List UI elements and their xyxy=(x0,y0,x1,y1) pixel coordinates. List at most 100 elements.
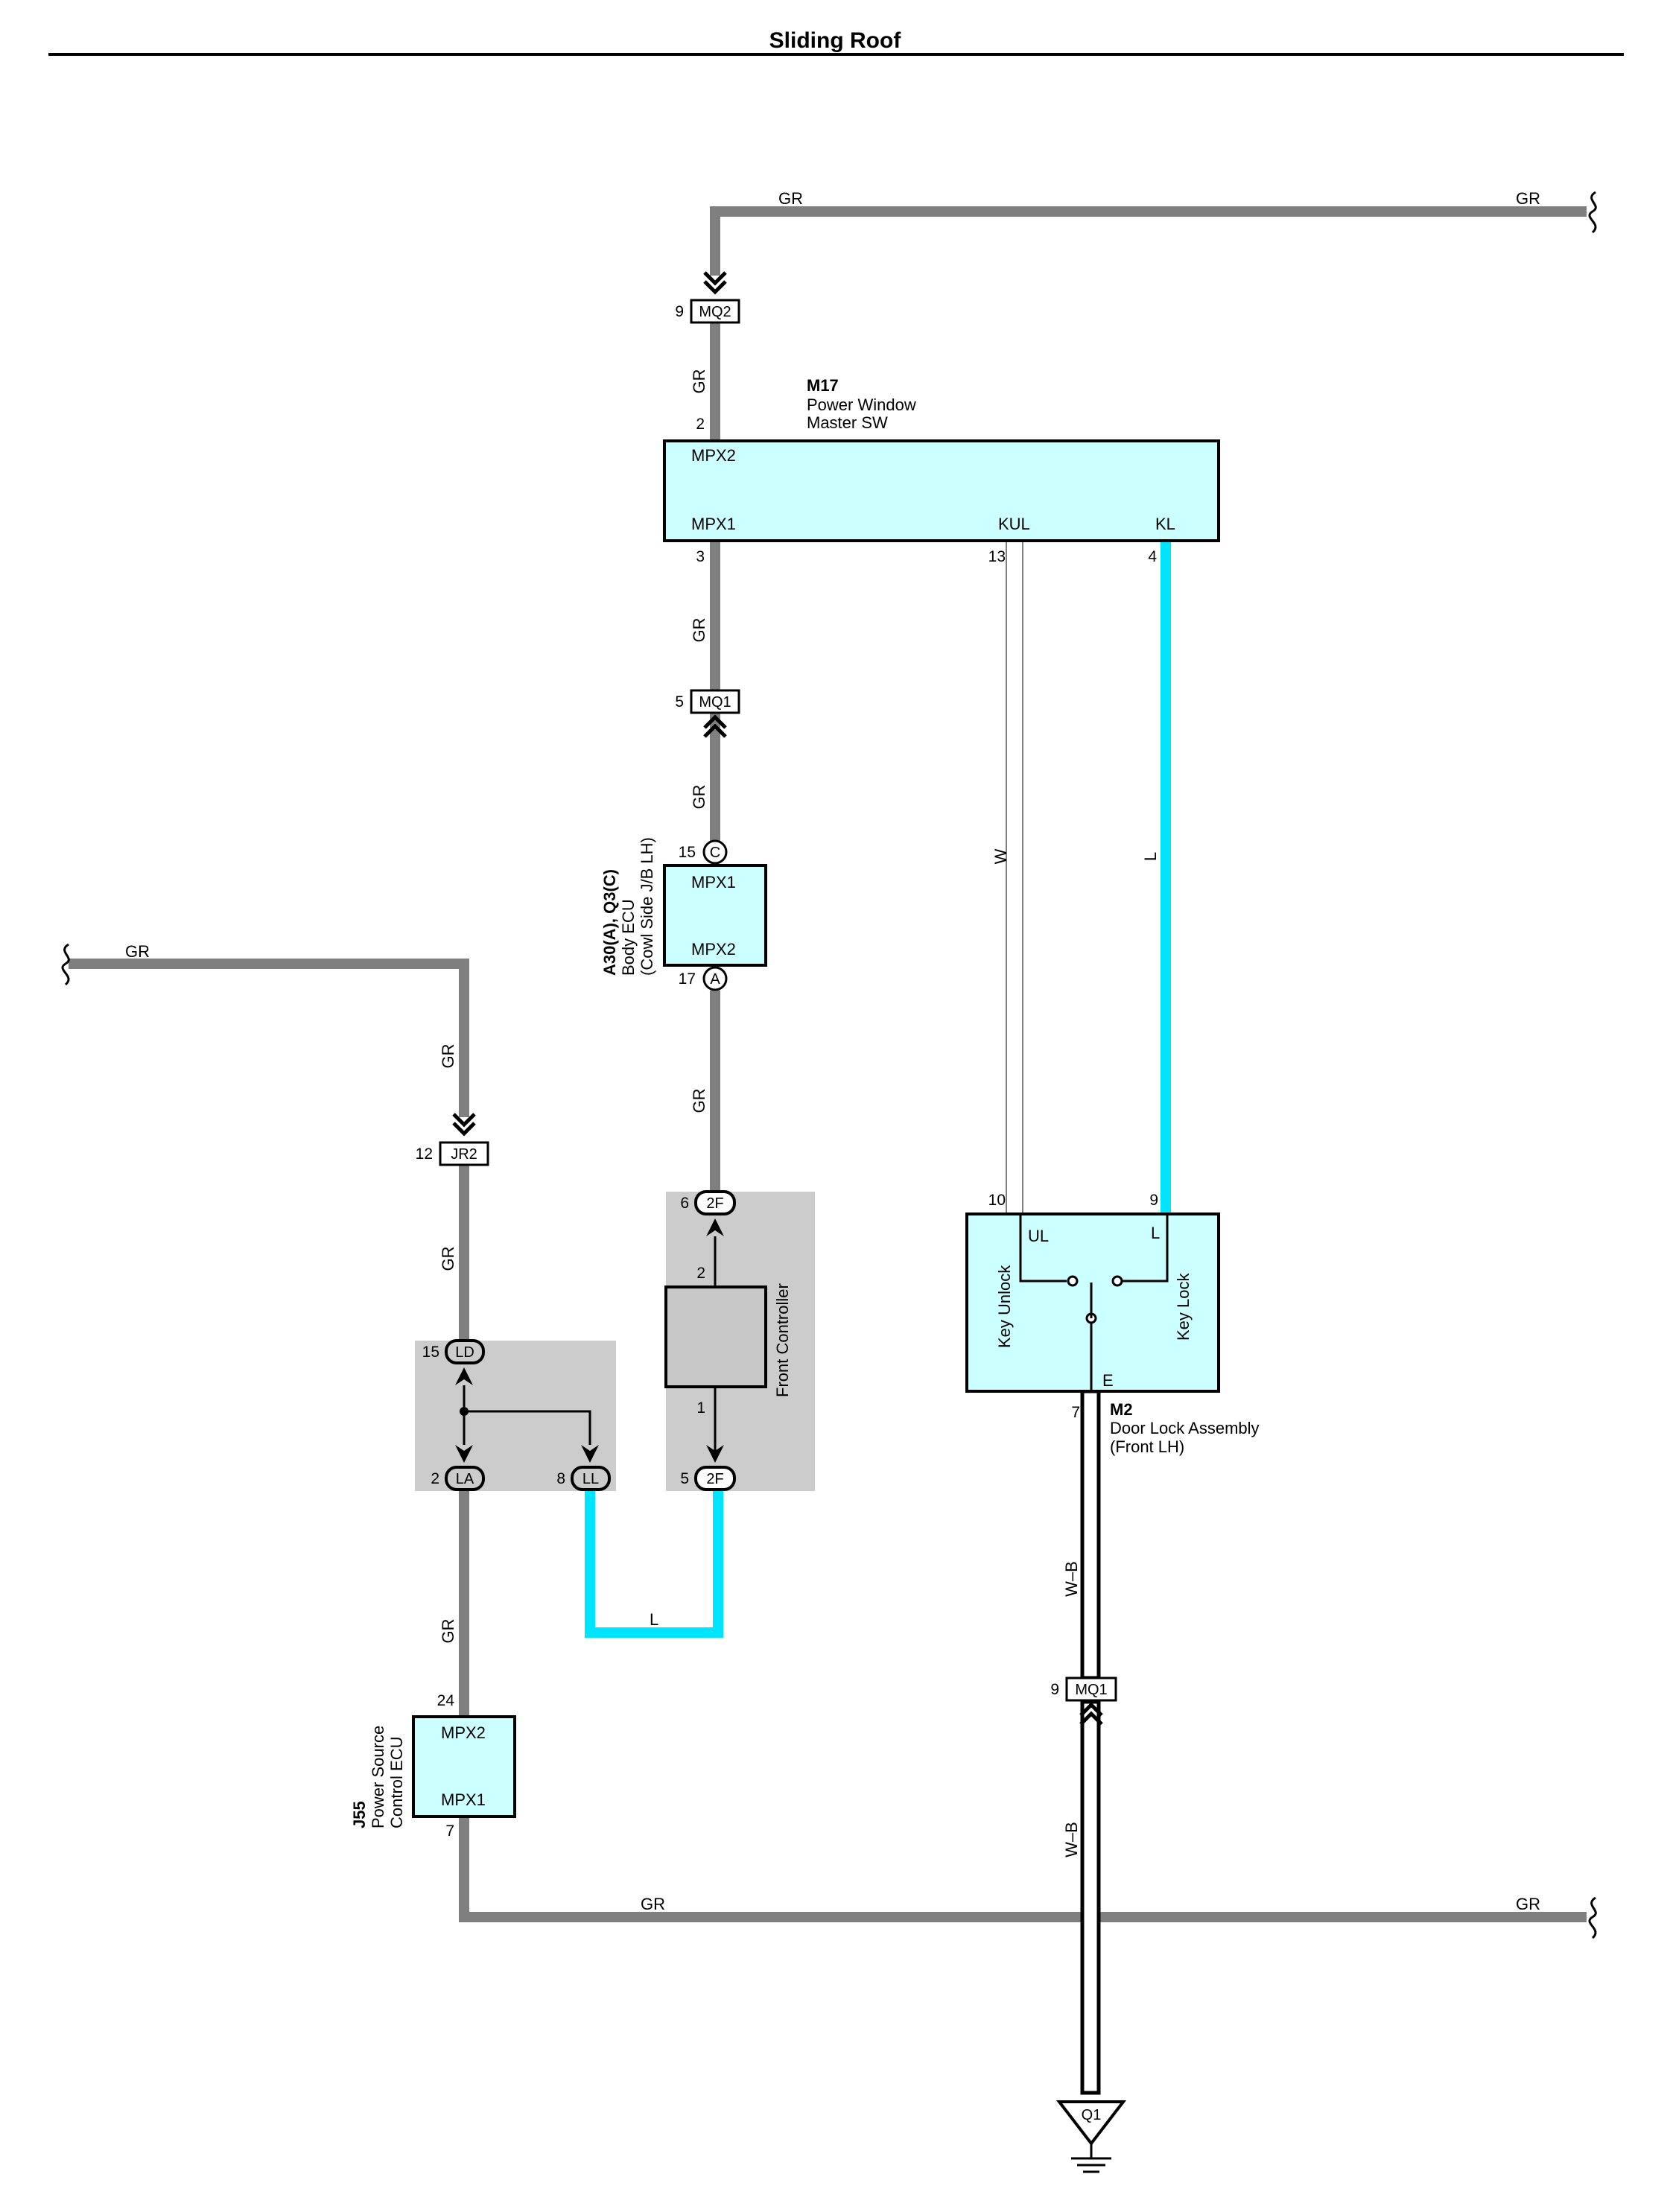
gr-label: GR xyxy=(1516,189,1540,208)
pin-number: 9 xyxy=(1149,1192,1158,1209)
gr-label: GR xyxy=(641,1895,665,1913)
arrow-up-icon xyxy=(455,1367,473,1385)
connector-2f-top: 2F 6 xyxy=(680,1190,736,1236)
connector-code: MQ2 xyxy=(699,304,731,320)
pin-number: 8 xyxy=(556,1470,565,1487)
pin-number: 2 xyxy=(431,1470,439,1487)
gr-label: GR xyxy=(690,618,708,643)
gr-label: GR xyxy=(439,1247,457,1271)
terminal-label: Key Lock xyxy=(1174,1273,1193,1341)
ground-q1: Q1 xyxy=(1055,2100,1127,2173)
terminal-label: KUL xyxy=(998,515,1030,533)
connector-code: LD xyxy=(455,1344,474,1361)
break-bottom-right xyxy=(1588,1896,1597,1939)
pin-number: 7 xyxy=(1071,1404,1080,1421)
w-label: W xyxy=(991,848,1010,864)
terminal-label: L xyxy=(1151,1224,1160,1242)
gr-label: GR xyxy=(690,369,708,394)
l-label: L xyxy=(1141,852,1160,861)
component-name: Door Lock Assembly xyxy=(1110,1419,1260,1437)
connector-ld xyxy=(445,1339,485,1364)
gr-label: GR xyxy=(125,942,150,961)
connector-code: MQ1 xyxy=(1075,1682,1107,1698)
component-name: (Front LH) xyxy=(1110,1437,1184,1456)
arrow-down-icon xyxy=(581,1445,599,1463)
terminal-label: E xyxy=(1102,1371,1114,1390)
terminal-label: MPX1 xyxy=(441,1790,486,1809)
component-front-controller: 2 1 Front Controller xyxy=(664,1236,792,1460)
connector-jr2: JR2 12 xyxy=(416,1113,489,1166)
pin-number: 15 xyxy=(422,1344,439,1361)
pin-number: 13 xyxy=(988,548,1006,565)
connector-code: LL xyxy=(582,1471,599,1487)
terminal-label: MPX2 xyxy=(691,940,736,959)
wb-label: W–B xyxy=(1062,1822,1081,1857)
pin-number: 24 xyxy=(437,1692,455,1709)
pin-number: 2 xyxy=(696,416,705,433)
component-name: (Cowl Side J/B LH) xyxy=(638,837,656,976)
wb-wire xyxy=(1080,1389,1101,2095)
gr-wire-left-top xyxy=(69,959,469,1117)
w-wire xyxy=(1006,540,1023,1215)
pin-number: 1 xyxy=(696,1399,705,1417)
component-name: Body ECU xyxy=(619,899,638,976)
connector-ll xyxy=(571,1466,611,1491)
gr-label: GR xyxy=(439,1619,457,1644)
connector-la xyxy=(445,1466,485,1491)
terminal-label: MPX2 xyxy=(691,446,736,465)
component-m17: M17 Power Window Master SW MPX2 MPX1 KUL… xyxy=(663,376,1220,565)
pin-number: 10 xyxy=(988,1192,1006,1209)
gr-label: GR xyxy=(690,785,708,810)
connector-code: JR2 xyxy=(451,1146,477,1163)
break-symbols xyxy=(61,191,1597,1939)
terminal-label: UL xyxy=(1028,1227,1049,1245)
component-name: Front Controller xyxy=(773,1283,792,1397)
component-id: A30(A), Q3(C) xyxy=(600,869,619,976)
pin-number: 4 xyxy=(1148,548,1157,565)
component-name: Power Source xyxy=(369,1726,387,1828)
wb-label: W–B xyxy=(1062,1561,1081,1597)
gr-wire-top xyxy=(710,206,1587,276)
terminal-label: MPX1 xyxy=(691,515,736,533)
gr-labels: GR GR GR GR GR GR GR GR GR GR GR GR L W … xyxy=(125,189,1540,1913)
terminal-label: Key Unlock xyxy=(995,1265,1014,1348)
page-title: Sliding Roof xyxy=(769,28,902,53)
gr-label: GR xyxy=(778,189,803,208)
terminal-label: MPX1 xyxy=(691,873,736,892)
connector-code: A xyxy=(710,971,720,988)
connector-code: Q1 xyxy=(1082,2107,1102,2123)
l-wires xyxy=(585,541,1171,1638)
arrow-down-icon xyxy=(706,1445,724,1463)
gr-wire-bottom xyxy=(459,1817,1587,1922)
gr-label: GR xyxy=(439,1044,457,1069)
connector-code: MQ1 xyxy=(699,694,731,711)
component-id: J55 xyxy=(350,1801,369,1828)
female-arrow-icon xyxy=(703,714,727,738)
terminal-label: MPX2 xyxy=(441,1723,486,1742)
connector-code: LA xyxy=(456,1471,474,1487)
pin-number: 6 xyxy=(680,1195,689,1212)
junction-block: LD 15 LA 2 LL 8 xyxy=(422,1339,611,1491)
pin-number: 3 xyxy=(696,548,705,565)
splice-point xyxy=(460,1407,469,1416)
break-left xyxy=(61,943,70,986)
connector-2f-bottom: 2F 5 xyxy=(680,1445,736,1491)
gr-wires xyxy=(69,206,1587,1922)
female-arrow-icon xyxy=(1079,1702,1103,1726)
pin-number: 5 xyxy=(680,1470,689,1487)
connector-mq1-mid: MQ1 5 xyxy=(675,689,740,738)
connector-mq1-low: MQ1 9 xyxy=(1050,1677,1117,1726)
connector-code: 2F xyxy=(706,1195,723,1212)
pin-number: 9 xyxy=(675,303,684,320)
male-arrow-icon xyxy=(452,1113,476,1137)
pin-number: 15 xyxy=(679,844,696,861)
component-name: Control ECU xyxy=(387,1737,406,1828)
connector-code: C xyxy=(710,845,720,861)
arrow-up-icon xyxy=(706,1218,724,1236)
pin-number: 2 xyxy=(696,1265,705,1282)
arrow-down-icon xyxy=(455,1445,473,1463)
pin-number: 7 xyxy=(445,1822,454,1840)
l-wire-ll-2f xyxy=(585,1491,723,1638)
pin-number: 17 xyxy=(679,970,696,988)
